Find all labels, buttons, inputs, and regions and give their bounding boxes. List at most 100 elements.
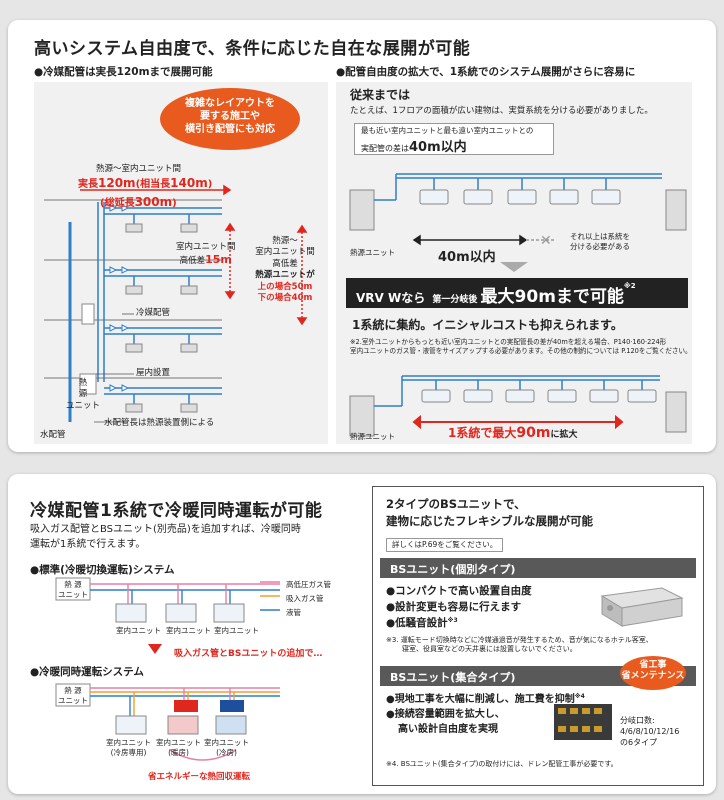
left-heading: ●冷媒配管は実長120mまで展開可能	[34, 66, 213, 78]
heat-unit-sim: 熱 源 ユニット	[58, 686, 88, 706]
label-line: 建物に応じたフレキシブルな展開が可能	[386, 513, 593, 528]
label-line: 室内ユニットのガス管・液管をサイズアップする必要があります。その他の制約について…	[350, 346, 692, 355]
label-part: 120m	[98, 176, 136, 190]
label-part: (相当長	[135, 179, 171, 190]
label-part: 15m	[205, 253, 232, 267]
label-part: 40m以内	[409, 140, 467, 156]
label-line: それ以上は系統を	[570, 232, 630, 241]
beyond-note: それ以上は系統を 分ける必要がある	[570, 232, 630, 252]
list-item: ●設計変更も容易に行えます	[386, 600, 522, 613]
range-40m: 40m以内	[438, 250, 496, 265]
vrv-bar: VRV Wなら 第一分岐後 最大90mまで可能※2	[346, 278, 688, 308]
std-heading: ●標準(冷暖切換運転)システム	[30, 564, 175, 576]
label-line: 熱 源	[64, 580, 82, 589]
label-line: 高低差	[272, 258, 298, 269]
range-90m: 1系統で最大90mに拡大	[448, 424, 577, 441]
label-part: ※3	[447, 616, 458, 624]
list-item: ●接続容量範囲を拡大し、	[386, 709, 505, 720]
refrig-pipe-label: 冷媒配管	[136, 308, 171, 318]
label-part: に拡大	[550, 430, 578, 440]
bubble-line: 複雑なレイアウトを	[185, 98, 275, 109]
bs-collective-list: ●現地工事を大幅に削減し、施工費を抑制※4 ●接続容量範囲を拡大し、 高い設計自…	[386, 692, 585, 737]
bottom-panel: 冷媒配管1系統で冷暖同時運転が可能 吸入ガス配管とBSユニット(別売品)を追加す…	[8, 474, 716, 794]
indoor-label-2: 室内ユニット	[166, 626, 211, 635]
legend-item: 液管	[286, 608, 301, 617]
heat-unit-std: 熱 源 ユニット	[58, 580, 88, 600]
heat-unit-label-r2: 熱源ユニット	[350, 432, 395, 441]
bs-bar-collective: BSユニット(集合タイプ)	[380, 666, 696, 686]
bar-part: ※2	[623, 282, 636, 290]
heat-height-diff: 熱源～ 室内ユニット間 高低差 熱源ユニットが 上の場合50m 下の場合40m	[252, 236, 318, 305]
sim-heading: ●冷暖同時運転システム	[30, 666, 144, 678]
bar-part: VRV Wなら	[356, 291, 426, 305]
label-line: 室内ユニット	[156, 738, 201, 747]
bs-individual-list: ●コンパクトで高い設置自由度 ●設計変更も容易に行えます ●低騒音設計※3	[386, 584, 532, 631]
label-line: 室内ユニット	[204, 738, 249, 747]
label-line: (冷房専用)	[110, 748, 147, 758]
bar-part: 最大90mまで可能	[480, 287, 624, 307]
piping-diagram-right-bottom	[349, 375, 687, 437]
energy-label: 省エネルギーな熱回収運転	[148, 772, 251, 782]
note4: ※4. BSユニット(集合タイプ)の取付けには、ドレン配管工事が必要です。	[386, 760, 618, 768]
indoor-label-1: 室内ユニット	[116, 626, 161, 635]
label-line: 高低差15m	[176, 253, 236, 268]
label-part: ●低騒音設計	[386, 616, 448, 629]
label-line: ユニット	[58, 696, 88, 706]
note2: ※2.室外ユニットからもっとも近い室内ユニットとの実配管長の差が40mを超える場…	[350, 338, 692, 356]
label-line: 熱源ユニットが	[255, 270, 315, 281]
section2-title: 冷媒配管1系統で冷暖同時運転が可能	[30, 501, 323, 521]
label-line: 室内ユニット間	[255, 247, 315, 258]
label-part: 140m	[170, 176, 208, 190]
right-heading: ●配管自由度の拡大で、1系統でのシステム展開がさらに容易に	[336, 66, 636, 78]
label-line: (冷房)	[216, 748, 237, 758]
label-line: ※2.室外ユニットからもっとも近い室内ユニットとの実配管長の差が40mを超える場…	[350, 338, 667, 346]
std-system-diagram	[55, 577, 280, 761]
unit-cool-label: 室内ユニット (冷房専用)	[106, 738, 151, 758]
bs-collective-unit-image	[554, 704, 612, 740]
list-item: ●低騒音設計※3	[386, 616, 532, 632]
label-line: 吸入ガス配管とBSユニット(別売品)を追加すれば、冷暖同時	[30, 524, 301, 535]
section2-desc: 吸入ガス配管とBSユニット(別売品)を追加すれば、冷暖同時 運転が1系統で行えま…	[30, 522, 301, 552]
bs-title: 2タイプのBSユニットで、 建物に応じたフレキシブルな展開が可能	[386, 496, 593, 529]
label-line: 分ける必要がある	[570, 242, 630, 252]
badge-line: 省メンテナンス	[621, 671, 685, 682]
badge: 省工事 省メンテナンス	[620, 656, 686, 690]
until-now: 従来までは	[350, 88, 411, 102]
label-line: 上の場合50m	[257, 281, 313, 292]
box-line: 実配管の差は40m以内	[361, 136, 547, 155]
label-part: ※4	[574, 693, 585, 700]
actual-length-label: 実長120m(相当長140m)	[78, 175, 212, 190]
list-item: 高い設計自由度を実現	[398, 724, 498, 735]
pipe-length-caption: 熱源～室内ユニット間	[96, 164, 182, 174]
water-note-label: 水配管長は熱源装置側による	[104, 418, 215, 428]
label-part: 90m	[516, 425, 551, 441]
label-part: (総延長	[100, 198, 135, 209]
label-line: 寝室、役員室などの天井裏には設置しないでください。	[402, 645, 577, 654]
label-line: ユニット	[66, 400, 101, 411]
note3: ※3. 運転モード切換時などに冷媒通過音が発生するため、音が気になるホテル客室、…	[386, 636, 653, 655]
label-line: (暖房)	[168, 748, 189, 758]
list-item: ●現地工事を大幅に削減し、施工費を抑制※4	[386, 692, 585, 707]
layout-bubble: 複雑なレイアウトを 要する施工や 横引き配管にも対応	[160, 88, 300, 150]
label-part: 実配管の差は	[361, 144, 409, 154]
bubble-line: 横引き配管にも対応	[185, 124, 275, 135]
piping-diagram-left	[44, 184, 308, 423]
label-line: 下の場合40m	[257, 293, 313, 304]
indoor-label-3: 室内ユニット	[214, 626, 259, 635]
add-note: 吸入ガス管とBSユニットの追加で…	[174, 649, 323, 659]
section1-title: 高いシステム自由度で、条件に応じた自在な展開が可能	[34, 39, 471, 59]
legend-item: 高低圧ガス管	[286, 580, 331, 589]
label-line: 2タイプのBSユニットで、	[386, 497, 526, 511]
down-arrow-icon	[500, 262, 528, 272]
label-line: 4/6/8/10/12/16	[620, 726, 680, 736]
label-part: 実長	[78, 179, 98, 190]
badge-line: 省工事	[639, 660, 667, 670]
label-line: 源	[78, 389, 88, 400]
label-line: 熱源～	[272, 236, 298, 246]
box-line: 最も近い室内ユニットと最も遠い室内ユニットとの	[361, 126, 534, 135]
label-line: 熱 源	[64, 686, 82, 695]
bs-individual-unit-image	[600, 587, 684, 627]
branch-ports: 分岐口数: 4/6/8/10/12/16 の6タイプ	[620, 716, 679, 748]
right-desc: たとえば、1フロアの面積が広い建物は、実質系統を分ける必要がありました。	[350, 106, 653, 116]
legend-item: 吸入ガス管	[286, 594, 324, 603]
